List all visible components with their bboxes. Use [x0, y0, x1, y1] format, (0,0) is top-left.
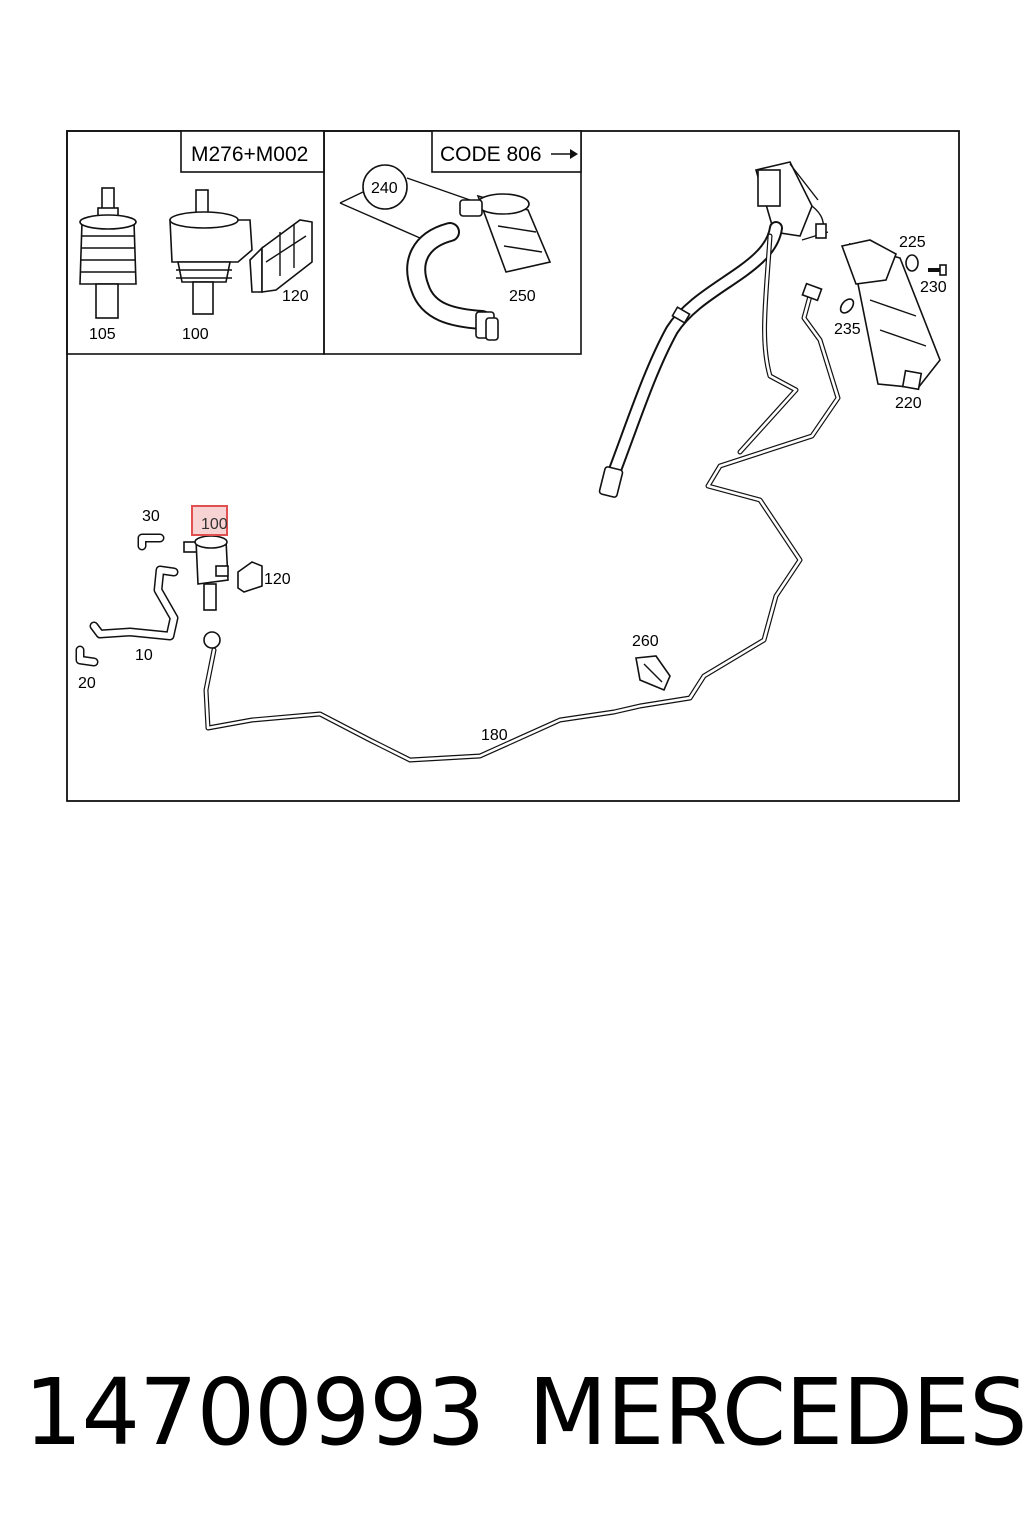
callout-250: 250 — [509, 288, 536, 305]
engine-variant-label: M276+M002 — [191, 143, 308, 166]
clip-235-drawing — [839, 298, 855, 314]
callout-260: 260 — [632, 633, 659, 650]
callout-235: 235 — [834, 321, 861, 338]
part-number: 14700993 — [24, 1359, 485, 1466]
hose-10-drawing — [89, 565, 179, 641]
filler-neck-drawing — [754, 161, 829, 241]
callout-120-inset: 120 — [282, 288, 309, 305]
callout-30: 30 — [142, 508, 160, 525]
brand-name: MERCEDES — [528, 1359, 1024, 1466]
callout-180: 180 — [481, 727, 508, 744]
highlight-box — [191, 505, 228, 536]
callout-230: 230 — [920, 279, 947, 296]
callout-100-highlighted: 100 — [201, 516, 228, 533]
hose-240-drawing — [406, 222, 499, 341]
arrow-right-icon — [551, 149, 578, 159]
callout-120-main: 120 — [264, 571, 291, 588]
callout-240: 240 — [371, 180, 398, 197]
inset-panel-engine: M276+M002 — [66, 130, 325, 355]
sensor-260-drawing — [635, 655, 671, 692]
filler-hose-drawing — [598, 221, 783, 498]
seal-225-drawing — [905, 254, 919, 272]
valve-105-drawing — [79, 187, 137, 319]
callout-20: 20 — [78, 675, 96, 692]
bracket-120-inset-drawing — [249, 219, 313, 293]
callout-circle-240 — [339, 164, 471, 239]
valve-100-drawing — [169, 189, 253, 315]
canister-220-drawing — [840, 239, 941, 391]
parts-diagram: M276+M002 CODE 806 — [66, 130, 960, 802]
callout-10: 10 — [135, 647, 153, 664]
bracket-120-main-drawing — [237, 561, 263, 593]
callout-220: 220 — [895, 395, 922, 412]
callout-225: 225 — [899, 234, 926, 251]
callout-100-inset: 100 — [182, 326, 209, 343]
elbow-30-drawing — [137, 533, 165, 551]
code-label: CODE 806 — [440, 143, 542, 166]
elbow-20-drawing — [75, 645, 99, 667]
vent-line-drawing — [737, 233, 799, 455]
line-180-drawing — [203, 282, 841, 763]
valve-100-main-drawing — [183, 535, 229, 611]
inset-panel-code: CODE 806 — [323, 130, 582, 355]
filter-250-drawing — [459, 193, 552, 273]
screw-230-drawing — [928, 264, 947, 276]
callout-105: 105 — [89, 326, 116, 343]
